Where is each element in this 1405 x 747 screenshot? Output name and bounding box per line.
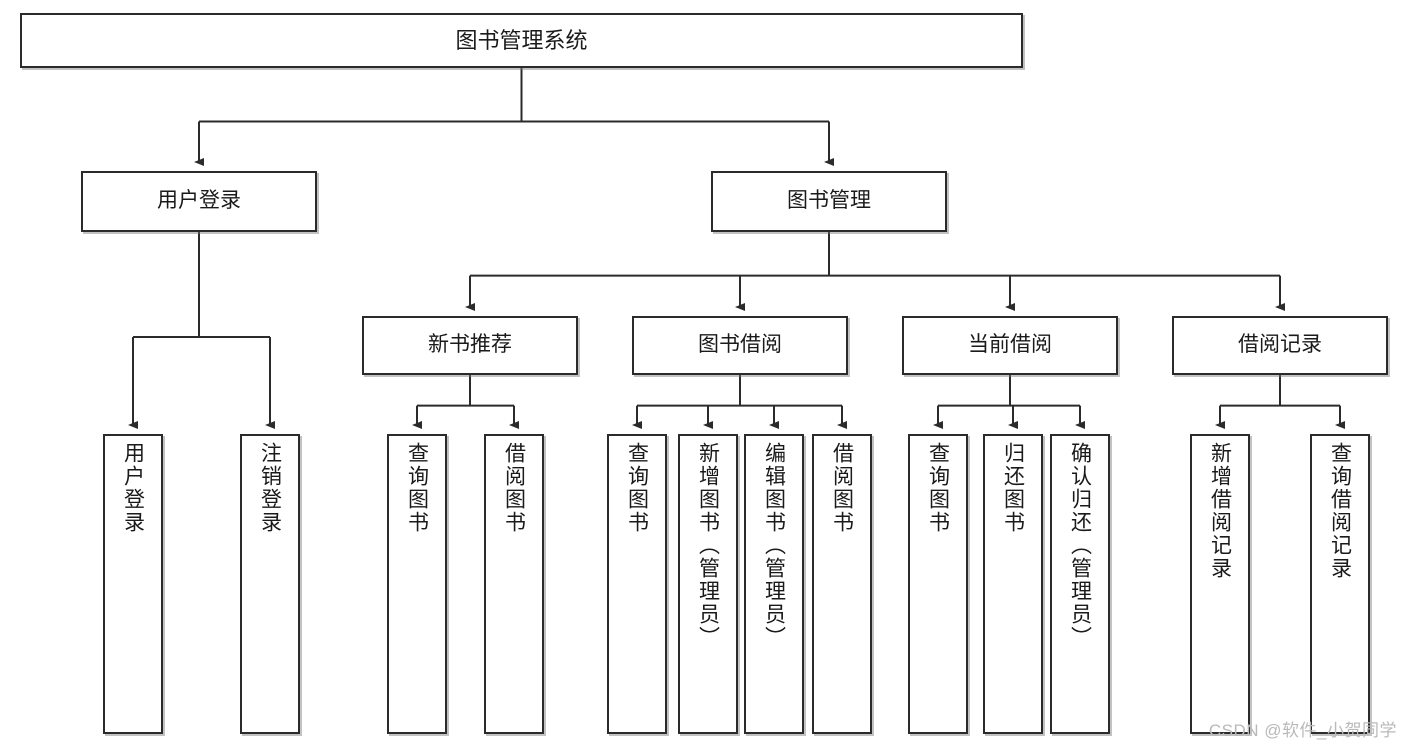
node-leaf-cb-confirm[interactable]: 确认归还（管理员） — [1050, 434, 1110, 734]
node-label: 用户登录 — [121, 442, 145, 534]
node-label: 图书借阅 — [698, 333, 782, 357]
node-label: 查询图书 — [405, 442, 429, 534]
node-label: 借阅图书 — [502, 442, 526, 534]
node-leaf-rec-add[interactable]: 新增借阅记录 — [1190, 434, 1250, 734]
node-leaf-bb-edit[interactable]: 编辑图书（管理员） — [744, 434, 804, 734]
node-leaf-bb-borrow[interactable]: 借阅图书 — [812, 434, 872, 734]
node-label: 新增借阅记录 — [1208, 442, 1232, 580]
node-label: 归还图书 — [1001, 442, 1025, 534]
node-label: 查询图书 — [625, 442, 649, 534]
node-label: 借阅记录 — [1238, 333, 1322, 357]
node-label: 图书管理系统 — [455, 27, 588, 53]
node-root[interactable]: 图书管理系统 — [20, 13, 1023, 68]
node-label: 注销登录 — [258, 442, 282, 534]
node-l3-record[interactable]: 借阅记录 — [1172, 316, 1388, 375]
node-label: 用户登录 — [157, 189, 241, 213]
node-label: 借阅图书 — [830, 442, 854, 534]
node-leaf-logout[interactable]: 注销登录 — [240, 434, 300, 734]
node-leaf-nb-borrow[interactable]: 借阅图书 — [484, 434, 544, 734]
node-leaf-user-login[interactable]: 用户登录 — [103, 434, 163, 734]
watermark-text: CSDN @软件_小贺同学 — [1208, 721, 1397, 740]
node-l2-book-manage[interactable]: 图书管理 — [711, 171, 947, 232]
node-l2-user-login[interactable]: 用户登录 — [81, 171, 317, 232]
node-leaf-nb-query[interactable]: 查询图书 — [387, 434, 447, 734]
node-leaf-bb-add[interactable]: 新增图书（管理员） — [678, 434, 738, 734]
node-label: 查询借阅记录 — [1328, 442, 1352, 580]
node-l3-borrow[interactable]: 图书借阅 — [632, 316, 848, 375]
node-l3-new-book[interactable]: 新书推荐 — [362, 316, 578, 375]
node-label: 图书管理 — [787, 189, 871, 213]
node-label: 当前借阅 — [968, 333, 1052, 357]
node-leaf-cb-return[interactable]: 归还图书 — [983, 434, 1043, 734]
node-l3-current[interactable]: 当前借阅 — [902, 316, 1118, 375]
node-label: 编辑图书（管理员） — [762, 442, 786, 649]
node-leaf-rec-query[interactable]: 查询借阅记录 — [1310, 434, 1370, 734]
node-label: 新增图书（管理员） — [696, 442, 720, 649]
node-label: 确认归还（管理员） — [1068, 442, 1092, 649]
node-leaf-bb-query[interactable]: 查询图书 — [607, 434, 667, 734]
node-label: 新书推荐 — [428, 333, 512, 357]
node-label: 查询图书 — [926, 442, 950, 534]
node-leaf-cb-query[interactable]: 查询图书 — [908, 434, 968, 734]
